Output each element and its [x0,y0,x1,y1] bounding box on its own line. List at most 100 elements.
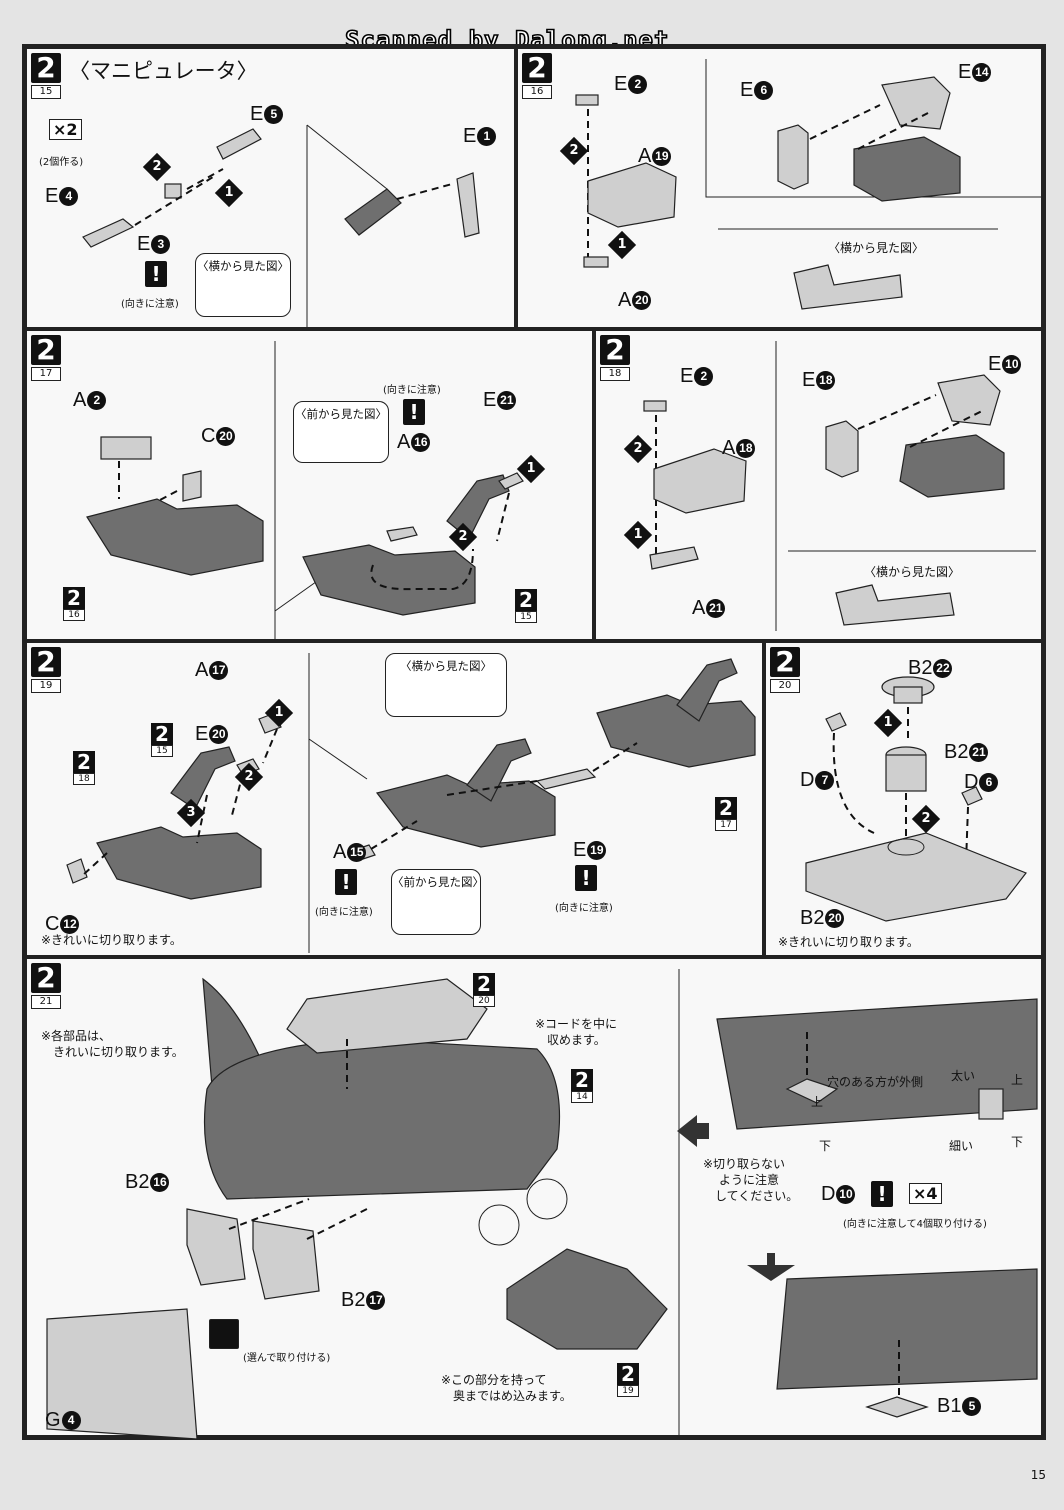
order-marker-2: 2 [559,136,589,166]
choose-note: (選んで取り付ける) [243,1353,331,1364]
caution-note-a15: (向きに注意) [315,907,373,918]
order-marker-2: 2 [623,434,653,464]
cut-note: ※きれいに切り取ります。 [778,935,919,949]
order-marker-1: 1 [214,178,244,208]
quantity-note: (2個作る) [39,157,84,168]
thick-label: 太い [951,1069,976,1083]
step-sub-number: 19 [31,679,61,693]
no-cut-note-line-3: してください。 [715,1189,799,1203]
caution-note: (向きに注意) [383,385,441,396]
step-sub-number: 16 [522,85,552,99]
step-sub-number: 18 [600,367,630,381]
front-view-bubble: 〈前から見た図〉 [391,869,484,935]
assembly-drawing-16 [575,59,1045,310]
order-marker-1: 1 [264,698,294,728]
step-number: 2 [31,963,61,993]
step-badge: 2 15 [31,53,61,99]
step-number: 2 [522,53,552,83]
caution-icon-e19: ! [575,865,597,891]
caution-icon: ! [871,1181,893,1207]
order-marker-1: 1 [873,708,903,738]
step-badge: 2 21 [31,963,61,1009]
order-marker-3: 3 [176,798,206,828]
bottom-mark: 下 [819,1139,832,1153]
submarine-assembly-drawing [46,969,1038,1439]
no-cut-note-line-1: ※切り取らない [703,1157,786,1171]
caution-icon-a15: ! [335,869,357,895]
step-number: 2 [31,647,61,677]
step-number: 2 [31,335,61,365]
step-badge: 2 19 [31,647,61,693]
quantity-box: ×2 [49,119,82,140]
step-badge: 2 18 [600,335,630,381]
hole-side-note: 穴のある方が外側 [827,1075,924,1089]
step-number: 2 [600,335,630,365]
caution-note: (向きに注意) [121,299,179,310]
front-view-bubble: 〈前から見た図〉 [293,401,389,463]
assembly-drawing-17 [86,341,524,641]
assembly-drawing-18 [643,341,1036,631]
step-number: 2 [770,647,800,677]
push-note-line-2: 奥まではめ込みます。 [453,1389,572,1403]
order-marker-2: 2 [448,522,478,552]
step-number: 2 [31,53,61,83]
cord-note-line-2: 収めます。 [547,1033,606,1047]
cut-note-line-2: きれいに切り取ります。 [53,1045,184,1059]
step-sub-number: 20 [770,679,800,693]
step-sub-number: 15 [31,85,61,99]
side-view-label: 〈横から見た図〉 [864,565,961,579]
panel-title: 〈マニピュレータ〉 [69,59,258,83]
order-marker-2: 2 [234,762,264,792]
side-view-bubble: 〈横から見た図〉 [195,253,291,317]
cut-note: ※きれいに切り取ります。 [41,933,182,947]
bottom-mark-2: 下 [1011,1135,1024,1149]
caution-note-e19: (向きに注意) [555,903,613,914]
step-sub-number: 17 [31,367,61,381]
side-view-label: 〈横から見た図〉 [828,241,925,255]
cord-note-line-1: ※コードを中に [535,1017,618,1031]
caution-icon: ! [145,261,167,287]
top-mark: 上 [811,1095,824,1109]
push-note-line-1: ※この部分を持って [441,1373,547,1387]
no-cut-note-line-2: ように注意 [719,1173,780,1187]
step-badge: 2 16 [522,53,552,99]
